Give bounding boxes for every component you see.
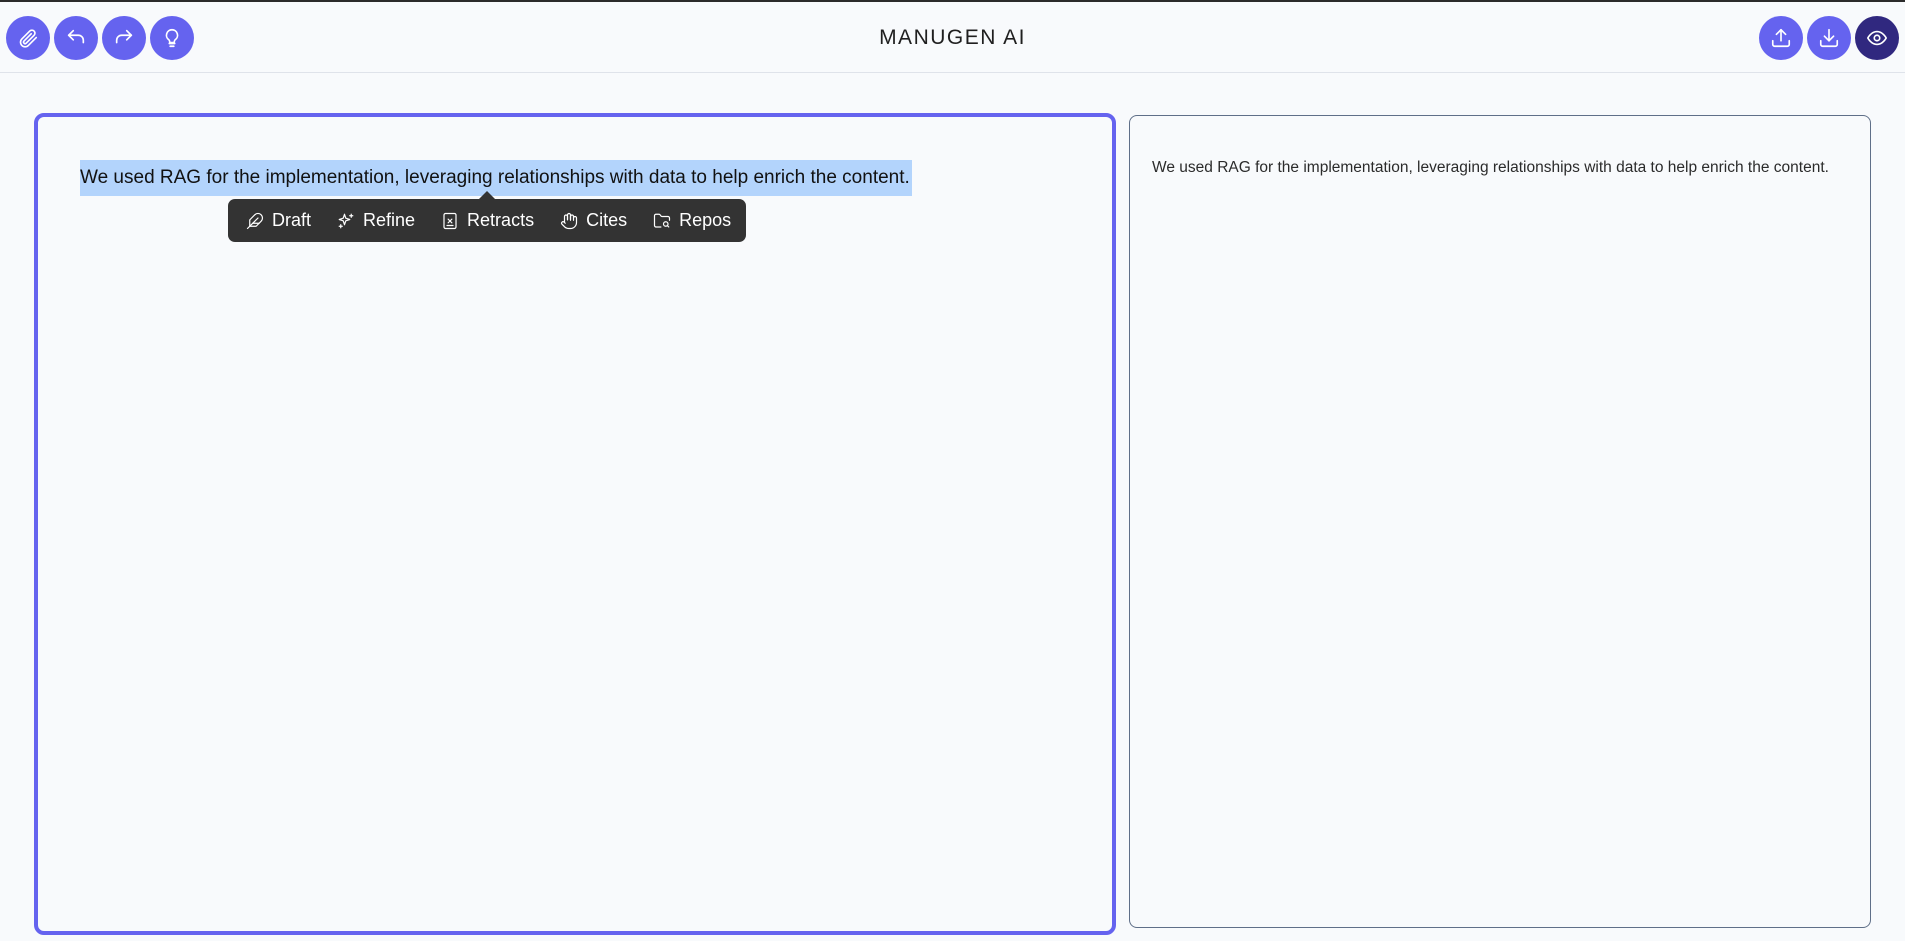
repos-button[interactable]: Repos — [653, 199, 731, 242]
folder-search-icon — [653, 213, 671, 228]
eye-icon — [1867, 30, 1887, 46]
cites-button[interactable]: Cites — [560, 199, 627, 242]
paperclip-icon — [19, 29, 38, 48]
download-button[interactable] — [1807, 16, 1851, 60]
cites-label: Cites — [586, 210, 628, 230]
undo-icon — [67, 29, 85, 44]
file-x-icon — [443, 212, 457, 229]
redo-icon — [115, 29, 133, 44]
app-title: MANUGEN AI — [879, 26, 1026, 49]
feather-icon — [246, 212, 264, 229]
app-header: MANUGEN AI — [0, 2, 1905, 73]
attach-button[interactable] — [6, 16, 50, 60]
selection-toolbar: Draft Refine Retracts — [228, 199, 746, 242]
editor-pane[interactable] — [34, 113, 1116, 935]
repos-label: Repos — [679, 210, 732, 230]
preview-text: We used RAG for the implementation, leve… — [1152, 159, 1829, 176]
retracts-label: Retracts — [467, 210, 535, 230]
suggest-button[interactable] — [150, 16, 194, 60]
retracts-button[interactable]: Retracts — [441, 199, 534, 242]
editor-selected-text[interactable]: We used RAG for the implementation, leve… — [80, 160, 912, 196]
preview-toggle-button[interactable] — [1855, 16, 1899, 60]
top-rule — [0, 0, 1905, 2]
preview-pane — [1129, 115, 1871, 928]
refine-label: Refine — [363, 210, 416, 230]
sparkles-icon — [338, 213, 354, 228]
upload-icon — [1771, 28, 1791, 48]
hand-icon — [561, 212, 578, 229]
draft-label: Draft — [272, 210, 312, 230]
upload-button[interactable] — [1759, 16, 1803, 60]
toolbar-pointer — [479, 191, 495, 199]
lightbulb-icon — [165, 28, 179, 48]
undo-button[interactable] — [54, 16, 98, 60]
draft-button[interactable]: Draft — [246, 199, 311, 242]
redo-button[interactable] — [102, 16, 146, 60]
refine-button[interactable]: Refine — [337, 199, 415, 242]
download-icon — [1819, 28, 1839, 48]
